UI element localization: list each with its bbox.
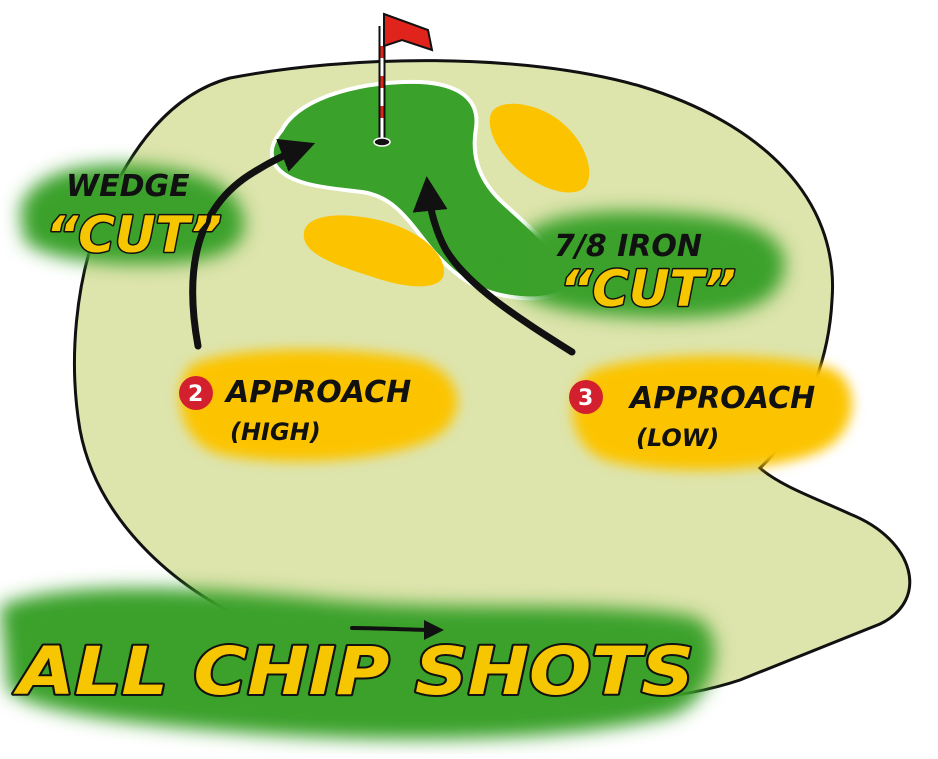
right-club-label: 7/8 IRON	[554, 229, 702, 264]
approach-high-title: APPROACH	[224, 375, 411, 410]
chip-arrow	[352, 628, 436, 630]
svg-text:2: 2	[188, 382, 203, 407]
footer-title: ALL CHIP SHOTS	[12, 633, 694, 710]
approach-low-sub: (LOW)	[636, 424, 719, 452]
approach-low-marker: 3	[569, 380, 603, 414]
approach-high-sub: (HIGH)	[230, 418, 321, 446]
approach-low-title: APPROACH	[628, 381, 815, 416]
left-club-label: WEDGE	[66, 169, 190, 204]
approach-high-marker: 2	[179, 376, 213, 410]
left-shot-label: “CUT”	[46, 206, 222, 264]
right-shot-label: “CUT”	[560, 260, 736, 318]
svg-text:3: 3	[578, 386, 593, 411]
